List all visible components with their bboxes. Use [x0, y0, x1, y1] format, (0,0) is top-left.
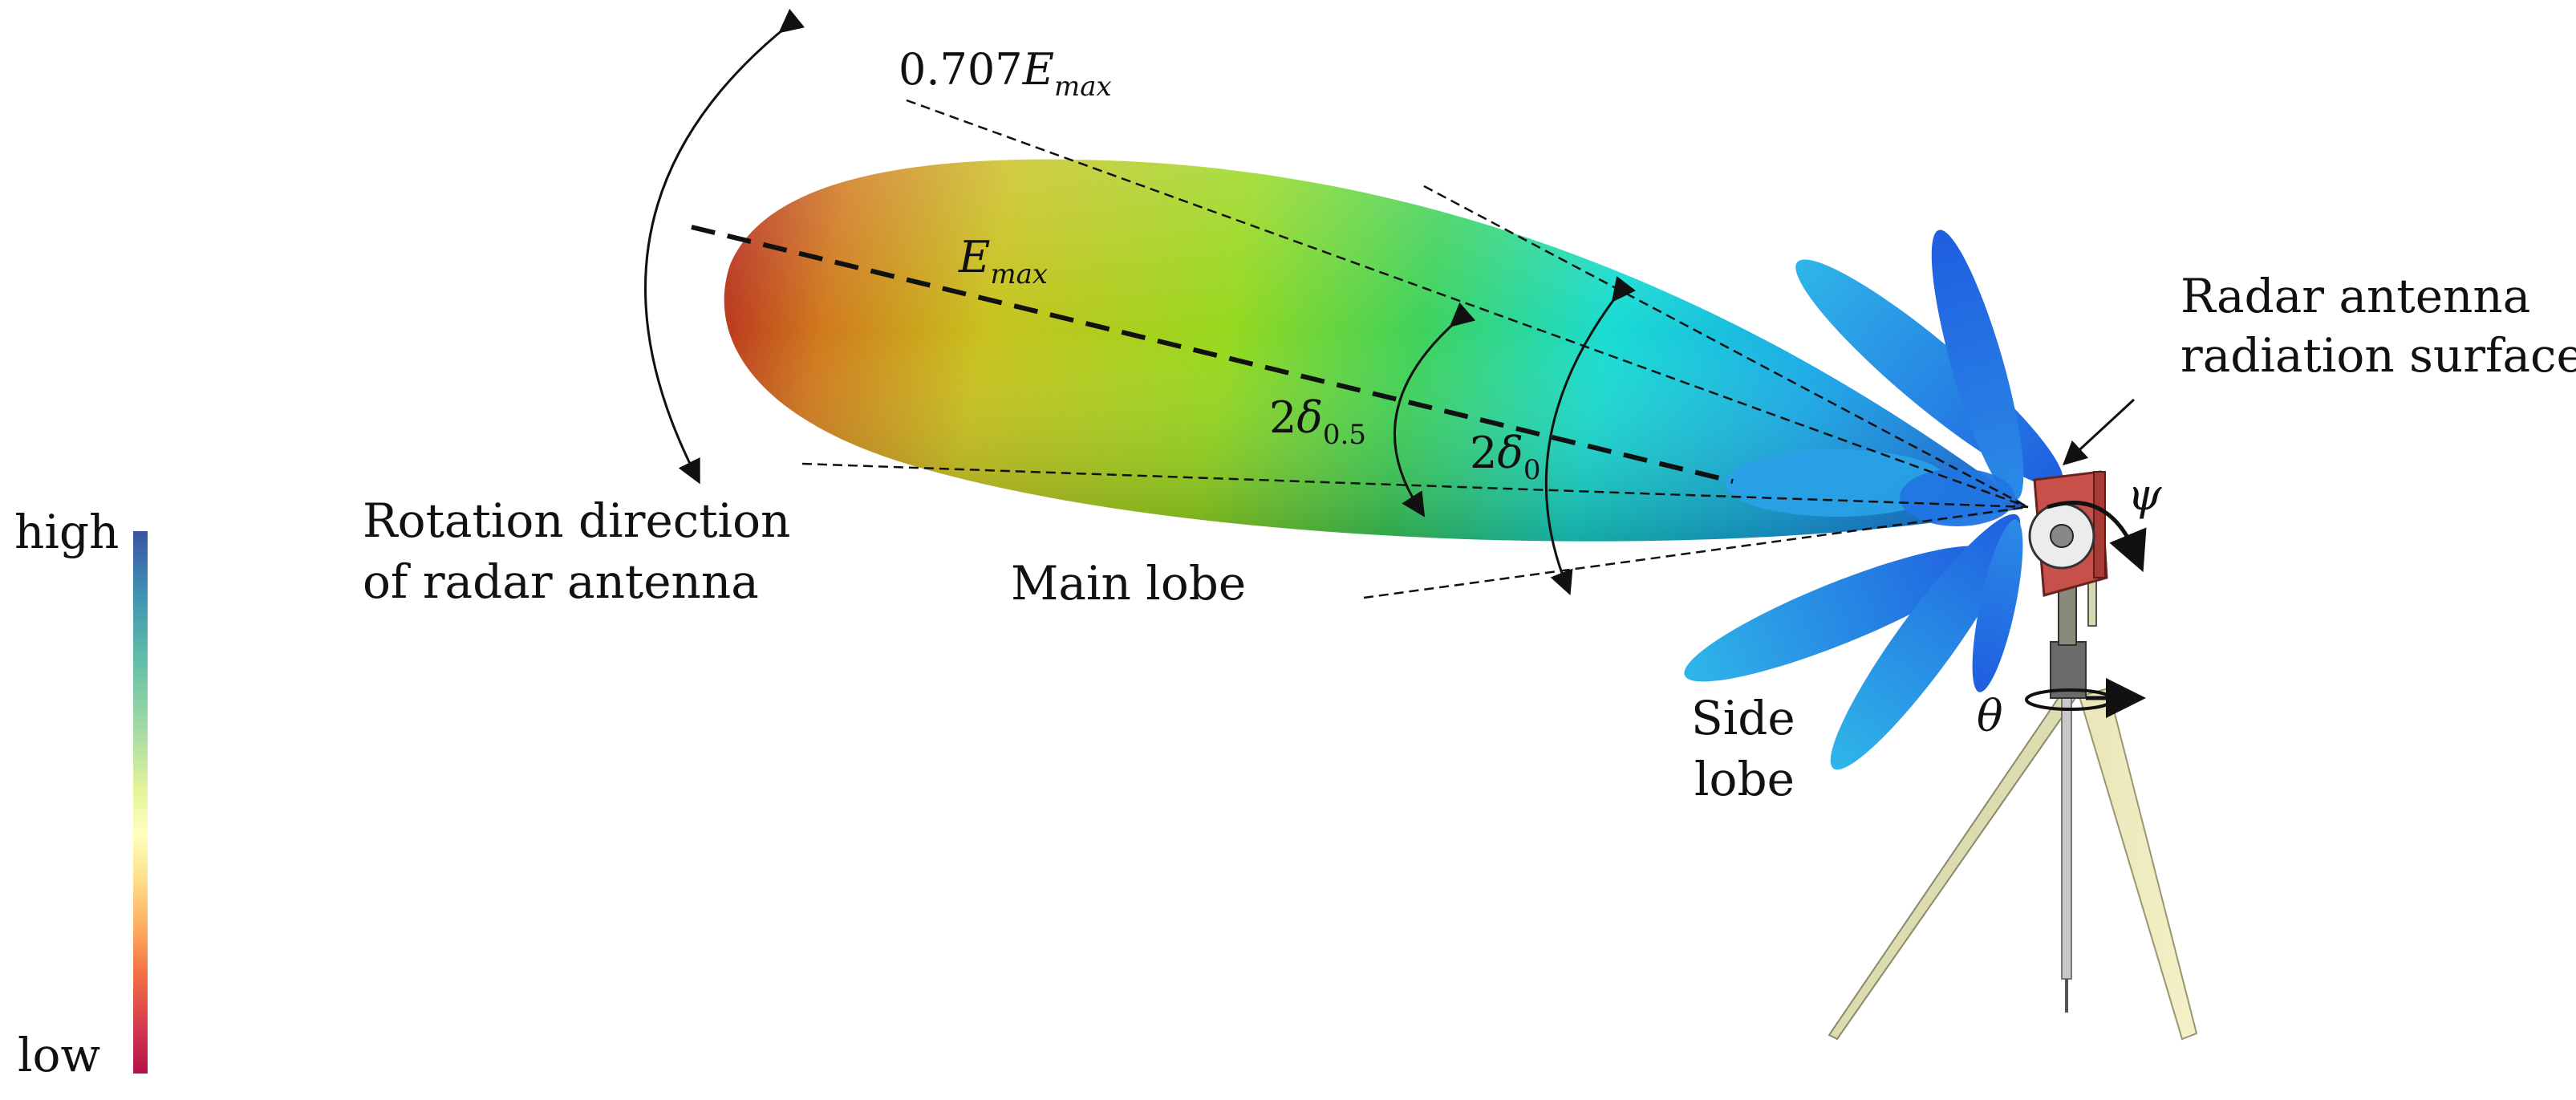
main-lobe	[724, 159, 2029, 542]
side-lobe-label-line1: Side	[1691, 691, 1795, 745]
theta-label: θ	[1977, 691, 2003, 741]
emax-label: Emax	[959, 232, 1049, 290]
main-lobe-shading	[724, 159, 2029, 542]
surface-pointer-arrow	[2062, 398, 2136, 466]
threshold-sub: max	[1054, 71, 1112, 103]
main-lobe-label: Main lobe	[1011, 556, 1247, 611]
emax-var: E	[959, 232, 991, 282]
colorbar-low-label: low	[18, 1028, 101, 1082]
psi-label: ψ	[2128, 469, 2162, 520]
threshold-label: 0.707Emax	[899, 44, 1112, 103]
half-power-sub: 0.5	[1322, 419, 1366, 451]
threshold-var: E	[1022, 44, 1055, 95]
tripod-leg-right	[2078, 687, 2198, 1041]
side-lobe-lower-left	[1684, 546, 1990, 682]
surface-label-line2: radiation surface	[2180, 328, 2576, 383]
side-lobe-label-line2: lobe	[1694, 752, 1795, 806]
half-power-var: δ	[1296, 392, 1323, 443]
antenna-radiation-surface	[2093, 471, 2106, 578]
inner-lobe-large	[1725, 449, 1949, 517]
null-angle-sub: 0	[1523, 454, 1541, 486]
null-angle-arc	[1544, 275, 1637, 595]
colorbar-high-label: high	[14, 505, 120, 559]
rotation-direction-arrow	[643, 8, 805, 485]
half-power-angle-arc	[1393, 302, 1476, 518]
upper-null-line	[1423, 185, 2029, 509]
null-angle-coef: 2	[1470, 428, 1498, 478]
null-angle-label: 2δ0	[1470, 428, 1541, 486]
side-lobe-upper-right	[1931, 229, 2024, 501]
colorbar	[133, 531, 148, 1074]
side-lobe-lower-right	[1972, 519, 2023, 692]
half-power-angle-label: 2δ0.5	[1269, 392, 1366, 451]
rotation-label-line1: Rotation direction	[363, 493, 791, 548]
half-power-coef: 2	[1269, 392, 1297, 443]
surface-label-line1: Radar antenna	[2180, 269, 2531, 323]
lower-null-line	[1363, 505, 2029, 599]
emax-sub: max	[990, 258, 1049, 290]
threshold-coef: 0.707	[899, 44, 1023, 95]
rotation-label-line2: of radar antenna	[363, 554, 759, 609]
side-lobes	[1684, 229, 2063, 770]
side-lobe-lower-mid	[1830, 513, 2021, 770]
tripod-center-pole	[2061, 689, 2072, 980]
null-angle-var: δ	[1497, 428, 1523, 478]
psi-rotation-arrow	[2047, 501, 2147, 573]
radar-antenna-tripod	[1828, 470, 2198, 1041]
antenna-disc-hub	[2050, 524, 2074, 548]
